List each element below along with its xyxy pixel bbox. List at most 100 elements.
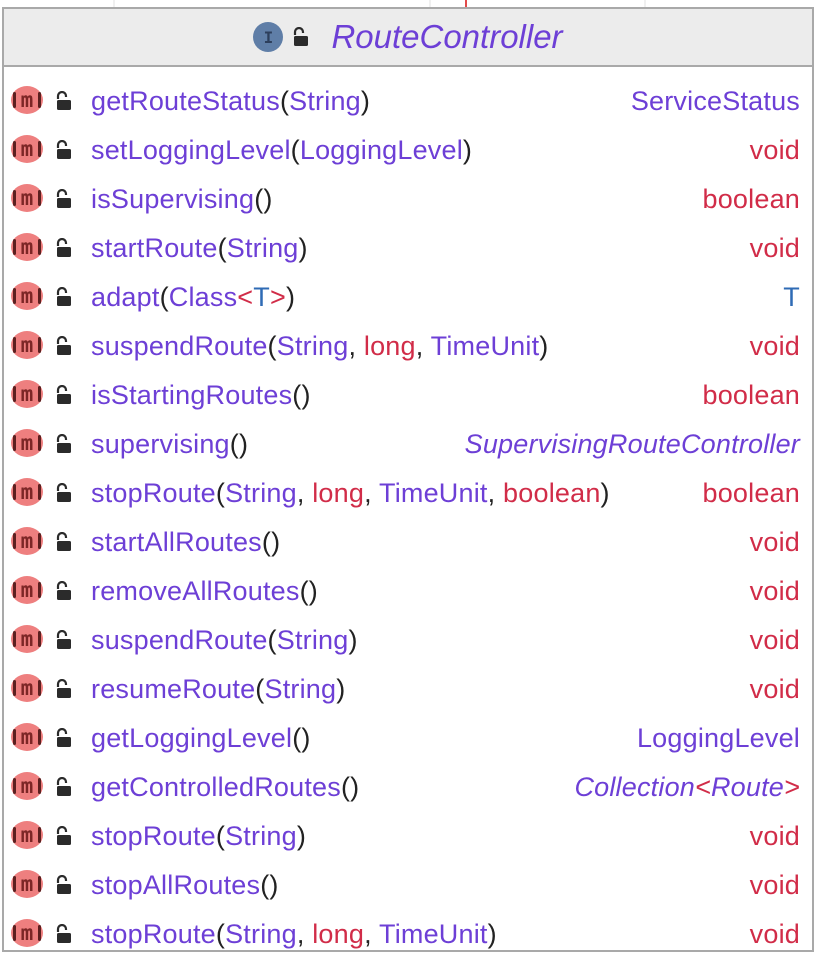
lock-open-icon (54, 531, 76, 552)
return-type: SupervisingRouteController (464, 429, 800, 459)
param-type: TimeUnit (379, 919, 488, 949)
generic-arg: Route (710, 772, 785, 802)
method-name: getRouteStatus (91, 86, 280, 116)
return-type: void (749, 233, 800, 263)
method-signature: stopAllRoutes() (91, 870, 279, 900)
lock-open-icon (54, 482, 76, 503)
method-name: resumeRoute (91, 674, 256, 704)
method-signature: adapt(Class<T>) (91, 282, 296, 312)
method-icon: m (11, 282, 43, 310)
param-type: String (225, 478, 297, 508)
method-name: suspendRoute (91, 625, 268, 655)
method-signature: setLoggingLevel(LoggingLevel) (91, 135, 473, 165)
method-name: suspendRoute (91, 331, 268, 361)
lock-open-icon (54, 139, 76, 160)
param-type: boolean (503, 478, 601, 508)
param-type: String (264, 674, 337, 704)
method-signature: isStartingRoutes() (91, 380, 311, 410)
method-list: m getRouteStatus(String) ServiceStatus m set… (4, 67, 812, 958)
lock-open-icon (54, 923, 76, 944)
method-icon: m (11, 380, 43, 408)
lock-open-icon (54, 727, 76, 748)
return-type: LoggingLevel (636, 723, 800, 753)
method-icon: m (11, 331, 43, 359)
method-row[interactable]: m isStartingRoutes() boolean (4, 371, 812, 420)
method-icon: m (11, 478, 43, 506)
return-type: void (749, 870, 800, 900)
return-type: void (749, 919, 800, 949)
method-signature: stopRoute(String) (91, 821, 307, 851)
return-type: boolean (702, 380, 800, 410)
return-type: T (783, 282, 800, 312)
param-type: LoggingLevel (299, 135, 463, 165)
method-row[interactable]: m getLoggingLevel() LoggingLevel (4, 714, 812, 763)
method-name: getControlledRoutes (91, 772, 341, 802)
method-row[interactable]: m getRouteStatus(String) ServiceStatus (4, 77, 812, 126)
lock-open-icon (54, 384, 76, 405)
method-row[interactable]: m startAllRoutes() void (4, 518, 812, 567)
method-signature: supervising() (91, 429, 249, 459)
method-name: setLoggingLevel (91, 135, 291, 165)
method-icon: m (11, 723, 43, 751)
param-type: String (289, 86, 361, 116)
method-name: stopRoute (91, 919, 216, 949)
method-icon: m (11, 135, 43, 163)
class-diagram-node[interactable]: I RouteController m getRouteStatus(String… (2, 7, 814, 952)
method-row[interactable]: m setLoggingLevel(LoggingLevel) void (4, 126, 812, 175)
param-type: long (312, 919, 365, 949)
method-signature: suspendRoute(String) (91, 625, 358, 655)
return-type: boolean (702, 184, 800, 214)
method-icon: m (11, 919, 43, 947)
param-type: Class (168, 282, 238, 312)
param-type: String (226, 233, 299, 263)
method-icon: m (11, 576, 43, 604)
lock-open-icon (54, 433, 76, 454)
method-icon: m (11, 772, 43, 800)
return-type: void (749, 135, 800, 165)
lock-open-icon (54, 580, 76, 601)
method-row[interactable]: m adapt(Class<T>) T (4, 273, 812, 322)
param-type: long (312, 478, 365, 508)
method-signature: isSupervising() (91, 184, 273, 214)
param-type: String (225, 821, 297, 851)
class-name: RouteController (331, 18, 563, 55)
return-type: void (749, 527, 800, 557)
method-icon: m (11, 625, 43, 653)
method-icon: m (11, 674, 43, 702)
method-icon: m (11, 233, 43, 261)
lock-open-icon (54, 629, 76, 650)
method-name: stopAllRoutes (91, 870, 261, 900)
class-header[interactable]: I RouteController (4, 9, 812, 67)
method-signature: removeAllRoutes() (91, 576, 318, 606)
method-name: getLoggingLevel (91, 723, 293, 753)
lock-open-icon (291, 26, 313, 47)
method-name: stopRoute (91, 478, 216, 508)
interface-icon: I (253, 22, 284, 52)
return-type: ServiceStatus (630, 86, 800, 116)
method-signature: startAllRoutes() (91, 527, 281, 557)
param-type: String (225, 919, 297, 949)
method-signature: resumeRoute(String) (91, 674, 346, 704)
lock-open-icon (54, 335, 76, 356)
method-signature: getRouteStatus(String) (91, 86, 371, 116)
lock-open-icon (54, 678, 76, 699)
param-type: TimeUnit (379, 478, 488, 508)
method-name: stopRoute (91, 821, 216, 851)
lock-open-icon (54, 237, 76, 258)
method-name: isSupervising (91, 184, 255, 214)
method-icon: m (11, 527, 43, 555)
method-signature: getLoggingLevel() (91, 723, 311, 753)
method-icon: m (11, 86, 43, 114)
